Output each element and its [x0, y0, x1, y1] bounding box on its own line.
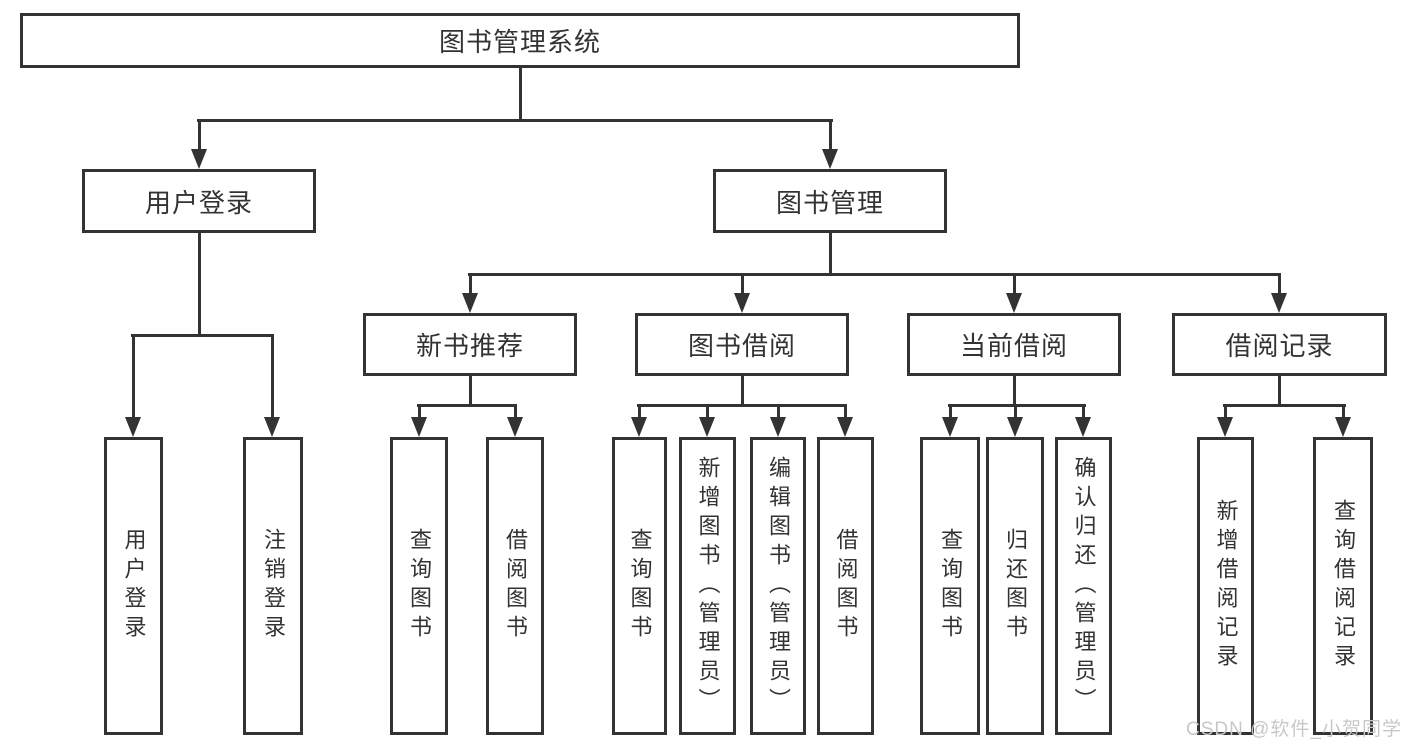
arrowhead-icon — [1006, 293, 1022, 313]
connector-line — [829, 233, 832, 275]
arrowhead-icon — [699, 417, 715, 437]
arrowhead-icon — [1335, 417, 1351, 437]
leaf-confirm-return-admin-label: 确认归还（管理员） — [1071, 455, 1097, 717]
leaf-query-books-recommend: 查询图书 — [390, 437, 448, 735]
connector-line — [198, 119, 201, 151]
connector-line — [417, 404, 517, 407]
arrowhead-icon — [507, 417, 523, 437]
leaf-user-login: 用户登录 — [104, 437, 163, 735]
arrowhead-icon — [462, 293, 478, 313]
arrowhead-icon — [822, 149, 838, 169]
connector-line — [637, 404, 847, 407]
connector-line — [469, 376, 472, 406]
connector-line — [197, 119, 833, 122]
arrowhead-icon — [264, 417, 280, 437]
leaf-return-books: 归还图书 — [986, 437, 1044, 735]
arrowhead-icon — [770, 417, 786, 437]
leaf-borrow-books-borrow-label: 借阅图书 — [833, 528, 859, 644]
connector-line — [514, 404, 517, 419]
leaf-confirm-return-admin: 确认归还（管理员） — [1055, 437, 1112, 735]
connector-line — [131, 334, 274, 337]
connector-line — [829, 119, 832, 151]
connector-line — [1278, 273, 1281, 295]
leaf-user-login-label: 用户登录 — [121, 528, 147, 644]
node-borrow-records-label: 借阅记录 — [1225, 331, 1334, 361]
connector-line — [706, 404, 709, 419]
connector-line — [418, 404, 421, 419]
arrowhead-icon — [942, 417, 958, 437]
node-root: 图书管理系统 — [20, 13, 1020, 68]
node-book-management: 图书管理 — [713, 169, 947, 233]
arrowhead-icon — [1271, 293, 1287, 313]
connector-line — [638, 404, 641, 419]
connector-line — [1278, 376, 1281, 406]
leaf-query-borrow-record: 查询借阅记录 — [1313, 437, 1373, 735]
leaf-query-books-current: 查询图书 — [920, 437, 980, 735]
connector-line — [132, 334, 135, 419]
arrowhead-icon — [1075, 417, 1091, 437]
connector-line — [1014, 404, 1017, 419]
connector-line — [777, 404, 780, 419]
connector-line — [741, 273, 744, 295]
connector-line — [468, 273, 1281, 276]
leaf-return-books-label: 归还图书 — [1003, 528, 1028, 644]
arrowhead-icon — [1217, 417, 1233, 437]
arrowhead-icon — [1007, 417, 1023, 437]
leaf-borrow-books-recommend: 借阅图书 — [486, 437, 544, 735]
leaf-logout: 注销登录 — [243, 437, 303, 735]
connector-line — [1082, 404, 1085, 419]
leaf-add-borrow-record: 新增借阅记录 — [1197, 437, 1254, 735]
node-new-book-recommend-label: 新书推荐 — [415, 331, 524, 361]
leaf-query-books-borrow-label: 查询图书 — [627, 528, 653, 644]
leaf-query-books-borrow: 查询图书 — [612, 437, 667, 735]
node-book-management-label: 图书管理 — [775, 187, 884, 218]
connector-line — [1013, 273, 1016, 295]
leaf-query-borrow-record-label: 查询借阅记录 — [1331, 499, 1356, 673]
leaf-borrow-books-recommend-label: 借阅图书 — [503, 528, 528, 644]
leaf-edit-book-admin-label: 编辑图书（管理员） — [766, 455, 791, 717]
arrowhead-icon — [631, 417, 647, 437]
leaf-borrow-books-borrow: 借阅图书 — [817, 437, 874, 735]
leaf-query-books-current-label: 查询图书 — [938, 528, 963, 644]
node-user-login: 用户登录 — [82, 169, 316, 233]
connector-line — [949, 404, 952, 419]
node-book-borrow: 图书借阅 — [635, 313, 849, 376]
connector-line — [741, 376, 744, 406]
connector-line — [844, 404, 847, 419]
connector-line — [1013, 376, 1016, 406]
leaf-edit-book-admin: 编辑图书（管理员） — [750, 437, 806, 735]
arrowhead-icon — [734, 293, 750, 313]
connector-line — [271, 334, 274, 419]
leaf-query-books-recommend-label: 查询图书 — [407, 528, 432, 644]
node-book-borrow-label: 图书借阅 — [687, 331, 796, 361]
watermark: CSDN @软件_小贺同学 — [1186, 719, 1402, 740]
connector-line — [1223, 404, 1346, 407]
node-current-borrow: 当前借阅 — [907, 313, 1121, 376]
connector-line — [519, 68, 522, 121]
node-current-borrow-label: 当前借阅 — [959, 331, 1068, 361]
node-borrow-records: 借阅记录 — [1172, 313, 1387, 376]
leaf-add-book-admin-label: 新增图书（管理员） — [695, 455, 721, 717]
arrowhead-icon — [837, 417, 853, 437]
arrowhead-icon — [411, 417, 427, 437]
connector-line — [198, 233, 201, 336]
node-new-book-recommend: 新书推荐 — [363, 313, 577, 376]
connector-line — [948, 404, 1086, 407]
node-user-login-label: 用户登录 — [144, 187, 253, 218]
leaf-add-book-admin: 新增图书（管理员） — [679, 437, 736, 735]
connector-line — [469, 273, 472, 295]
leaf-add-borrow-record-label: 新增借阅记录 — [1213, 499, 1239, 673]
connector-line — [1342, 404, 1345, 419]
node-root-label: 图书管理系统 — [438, 27, 601, 57]
connector-line — [1224, 404, 1227, 419]
arrowhead-icon — [125, 417, 141, 437]
arrowhead-icon — [191, 149, 207, 169]
leaf-logout-label: 注销登录 — [261, 528, 286, 644]
